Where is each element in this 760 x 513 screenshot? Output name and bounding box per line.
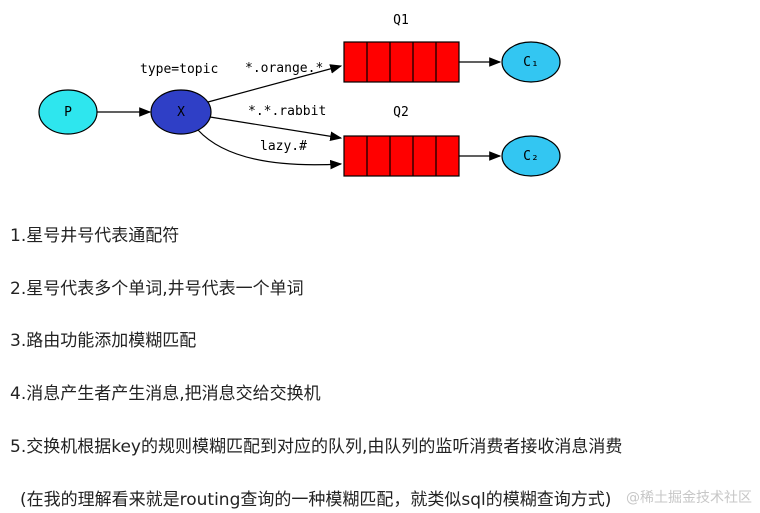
consumer1-label: C₁ (523, 55, 539, 70)
binding-orange-arrow (207, 64, 343, 103)
exchange-node: X (150, 89, 212, 135)
binding-rabbit-arrow (209, 116, 343, 142)
binding-rabbit-label: *.*.rabbit (248, 104, 326, 119)
queue1-label: Q1 (393, 13, 409, 28)
note-5: 5.交换机根据key的规则模糊匹配到对应的队列,由队列的监听消费者接收消息消费 (10, 437, 623, 457)
consumer1-node: C₁ (501, 41, 561, 83)
topic-exchange-diagram: P X type=topic *.orange.* *.*.rabbit laz… (38, 13, 561, 177)
binding-orange-label: *.orange.* (245, 61, 323, 76)
producer-label: P (64, 105, 72, 120)
queue1 (343, 41, 460, 83)
binding-lazy-arrow (197, 129, 343, 170)
note-1: 1.星号井号代表通配符 (10, 226, 180, 246)
binding-lazy-label: lazy.# (260, 139, 307, 154)
producer-node: P (38, 89, 98, 135)
note-3: 3.路由功能添加模糊匹配 (10, 331, 197, 351)
watermark: @稀土掘金技术社区 (626, 490, 752, 506)
exchange-type-label: type=topic (140, 62, 218, 77)
exchange-label: X (177, 105, 185, 120)
note-6: (在我的理解看来就是routing查询的一种模糊匹配，就类似sql的模糊查询方式… (20, 490, 612, 510)
consumer2-node: C₂ (501, 135, 561, 177)
note-2: 2.星号代表多个单词,井号代表一个单词 (10, 279, 304, 299)
queue2 (343, 135, 460, 177)
queue2-label: Q2 (393, 105, 409, 120)
consumer2-label: C₂ (523, 149, 539, 164)
note-4: 4.消息产生者产生消息,把消息交给交换机 (10, 384, 321, 404)
